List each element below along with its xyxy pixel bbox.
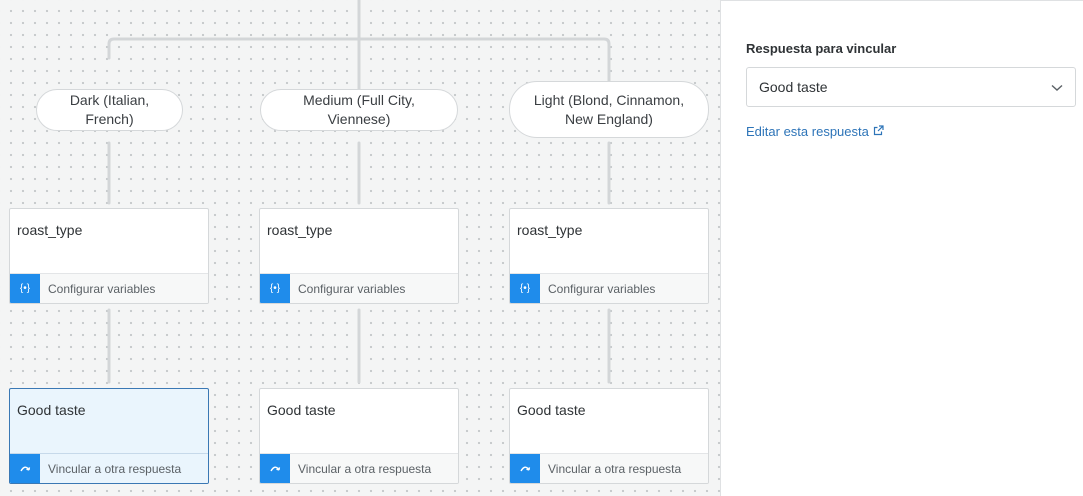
- link-jump-icon: [10, 454, 40, 483]
- link-jump-icon: [260, 454, 290, 483]
- link-response-button[interactable]: Vincular a otra respuesta: [510, 453, 708, 483]
- branch-light[interactable]: Light (Blond, Cinnamon, New England): [509, 81, 709, 138]
- card-title: Good taste: [267, 402, 336, 418]
- branch-label: Medium (Full City, Viennese): [303, 92, 415, 127]
- flow-canvas[interactable]: Dark (Italian, French) Medium (Full City…: [0, 0, 720, 496]
- footer-label: Configurar variables: [548, 281, 656, 296]
- branch-label: Light (Blond, Cinnamon, New England): [533, 91, 685, 127]
- footer-label: Vincular a otra respuesta: [48, 461, 182, 476]
- response-card-medium[interactable]: Good taste Vincular a otra respuesta: [259, 388, 459, 484]
- flow-connectors: [107, 0, 611, 384]
- branch-medium[interactable]: Medium (Full City, Viennese): [260, 89, 458, 131]
- branch-label: Dark (Italian, French): [69, 92, 150, 127]
- configure-variables-button[interactable]: {•} Configurar variables: [260, 273, 458, 303]
- card-title: Good taste: [517, 402, 586, 418]
- response-select-value: Good taste: [759, 79, 828, 95]
- variables-icon: {•}: [10, 274, 40, 303]
- configure-variables-button[interactable]: {•} Configurar variables: [10, 273, 208, 303]
- configure-variables-button[interactable]: {•} Configurar variables: [510, 273, 708, 303]
- variables-icon: {•}: [260, 274, 290, 303]
- branch-dark[interactable]: Dark (Italian, French): [36, 89, 183, 131]
- external-link-icon: [873, 124, 884, 139]
- edit-response-link[interactable]: Editar esta respuesta: [746, 124, 884, 139]
- footer-label: Configurar variables: [298, 281, 406, 296]
- card-title: roast_type: [17, 222, 83, 238]
- response-card-light[interactable]: Good taste Vincular a otra respuesta: [509, 388, 709, 484]
- link-response-button[interactable]: Vincular a otra respuesta: [10, 453, 208, 483]
- link-jump-icon: [510, 454, 540, 483]
- side-panel: Respuesta para vincular Good taste Edita…: [721, 0, 1083, 496]
- card-title: roast_type: [517, 222, 583, 238]
- card-title: roast_type: [267, 222, 333, 238]
- link-response-label: Respuesta para vincular: [746, 41, 897, 56]
- variables-icon: {•}: [510, 274, 540, 303]
- response-card-dark[interactable]: Good taste Vincular a otra respuesta: [9, 388, 209, 484]
- footer-label: Configurar variables: [48, 281, 156, 296]
- footer-label: Vincular a otra respuesta: [298, 461, 432, 476]
- variables-card-medium[interactable]: roast_type {•} Configurar variables: [259, 208, 459, 304]
- panel-divider: [720, 0, 721, 496]
- panel-top-border: [721, 0, 1083, 1]
- chevron-down-icon: [1051, 79, 1063, 95]
- response-select[interactable]: Good taste: [746, 67, 1076, 107]
- variables-card-dark[interactable]: roast_type {•} Configurar variables: [9, 208, 209, 304]
- variables-card-light[interactable]: roast_type {•} Configurar variables: [509, 208, 709, 304]
- link-response-button[interactable]: Vincular a otra respuesta: [260, 453, 458, 483]
- card-title: Good taste: [17, 402, 86, 418]
- edit-response-link-label: Editar esta respuesta: [746, 124, 869, 139]
- footer-label: Vincular a otra respuesta: [548, 461, 682, 476]
